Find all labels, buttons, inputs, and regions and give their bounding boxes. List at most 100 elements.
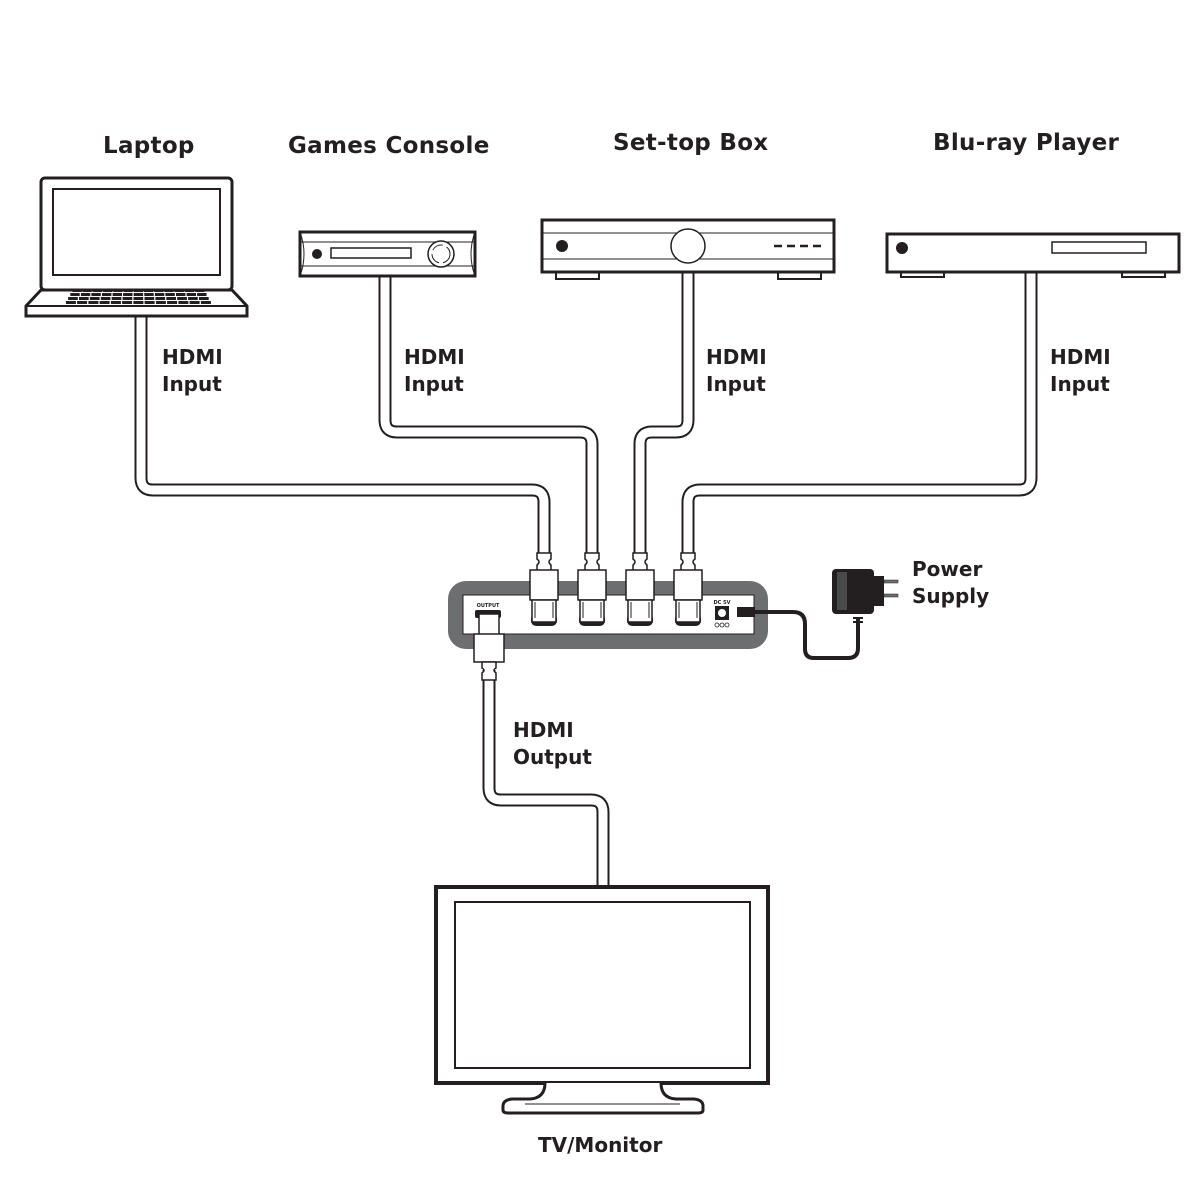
laptop-cable-label: HDMI Input <box>162 344 223 398</box>
cable-label-line2: Input <box>162 372 222 396</box>
hdmi-input-cable-set-top-box <box>633 266 695 556</box>
power-supply-label: Power Supply <box>912 556 989 610</box>
power-label-line1: Power <box>912 557 983 581</box>
hdmi-input-cable-laptop <box>134 316 551 556</box>
hdmi-input-port[interactable] <box>579 615 605 626</box>
cable-label-line1: HDMI <box>513 718 574 742</box>
laptop-icon <box>24 176 249 318</box>
keyboard-key <box>123 293 133 296</box>
keyboard-key <box>112 293 122 296</box>
keyboard-key <box>72 289 82 292</box>
keyboard-key <box>188 297 198 300</box>
set-top-box-icon <box>540 218 836 280</box>
keyboard-key <box>177 297 187 300</box>
output-port-label: OUTPUT <box>477 603 500 609</box>
games-console-icon <box>298 230 477 278</box>
keyboard-key <box>77 301 88 304</box>
cable-label-line1: HDMI <box>162 345 223 369</box>
keyboard-key <box>155 297 166 300</box>
keyboard-key <box>93 289 102 292</box>
output-cable-label: HDMI Output <box>513 717 592 771</box>
keyboard-key <box>167 301 178 304</box>
keyboard-key <box>110 301 121 304</box>
keyboard-key <box>89 297 100 300</box>
hdmi-input-port[interactable] <box>531 615 557 626</box>
hdmi-input-connector[interactable] <box>577 552 607 626</box>
keyboard-key <box>65 301 76 304</box>
keyboard-key <box>68 297 78 300</box>
keyboard-key <box>123 289 133 292</box>
blu-ray-player-icon <box>885 232 1181 278</box>
power-adapter-icon <box>832 569 899 614</box>
keyboard-key <box>197 293 207 296</box>
keyboard-key <box>80 293 91 296</box>
tv-monitor-icon <box>434 885 770 1115</box>
cable-label-line2: Input <box>706 372 766 396</box>
keyboard-key <box>154 293 165 296</box>
keyboard-key <box>144 289 154 292</box>
keyboard-key <box>122 297 133 300</box>
keyboard-key <box>155 301 166 304</box>
keyboard-key <box>99 301 110 304</box>
power-label-line2: Supply <box>912 584 990 608</box>
keyboard-key <box>133 301 144 304</box>
keyboard-key <box>103 289 113 292</box>
hdmi-output-connector <box>473 613 505 681</box>
keyboard-key <box>164 289 174 292</box>
keyboard-key <box>133 297 144 300</box>
keyboard-key <box>70 293 80 296</box>
keyboard-key <box>166 297 176 300</box>
keyboard-key <box>199 297 209 300</box>
cable-label-line1: HDMI <box>404 345 465 369</box>
keyboard-key <box>113 289 123 292</box>
keyboard-key <box>174 289 184 292</box>
hdmi-input-connectors <box>529 552 703 626</box>
keyboard-key <box>133 293 144 296</box>
keyboard-key <box>111 297 122 300</box>
cable-label-line2: Output <box>513 745 592 769</box>
keyboard-key <box>200 301 211 304</box>
cable-label-line2: Input <box>404 372 464 396</box>
hdmi-input-port[interactable] <box>627 615 653 626</box>
polarity-symbol-icon <box>714 622 730 628</box>
keyboard-key <box>102 293 112 296</box>
keyboard-key <box>178 301 189 304</box>
hdmi-input-connector[interactable] <box>673 552 703 626</box>
keyboard-key <box>79 297 89 300</box>
laptop-label: Laptop <box>103 133 195 159</box>
keyboard-key <box>176 293 186 296</box>
keyboard-key <box>122 301 133 304</box>
keyboard-key <box>185 289 194 292</box>
keyboard-key <box>144 301 155 304</box>
power-port-label: DC 5V <box>714 600 731 606</box>
keyboard-key <box>186 293 196 296</box>
hdmi-input-cable-blu-ray <box>681 272 1038 556</box>
keyboard-key <box>88 301 99 304</box>
keyboard-key <box>144 297 155 300</box>
keyboard-icon <box>65 289 211 304</box>
keyboard-key <box>154 289 164 292</box>
keyboard-key <box>133 289 143 292</box>
games-console-label: Games Console <box>288 133 490 159</box>
keyboard-key <box>144 293 154 296</box>
cable-label-line1: HDMI <box>706 345 767 369</box>
tv-monitor-label: TV/Monitor <box>538 1133 663 1157</box>
games-console-cable-label: HDMI Input <box>404 344 465 398</box>
keyboard-key <box>82 289 92 292</box>
power-cable <box>737 607 863 660</box>
keyboard-key <box>100 297 111 300</box>
cable-label-line2: Input <box>1050 372 1110 396</box>
cable-label-line1: HDMI <box>1050 345 1111 369</box>
keyboard-key <box>189 301 200 304</box>
keyboard-key <box>165 293 175 296</box>
hdmi-input-connector[interactable] <box>529 552 559 626</box>
hdmi-input-cable-games-console <box>378 276 599 556</box>
set-top-box-label: Set-top Box <box>613 130 769 156</box>
keyboard-key <box>195 289 205 292</box>
blu-ray-cable-label: HDMI Input <box>1050 344 1111 398</box>
keyboard-key <box>91 293 101 296</box>
set-top-box-cable-label: HDMI Input <box>706 344 767 398</box>
hdmi-input-connector[interactable] <box>625 552 655 626</box>
hdmi-input-port[interactable] <box>675 615 701 626</box>
